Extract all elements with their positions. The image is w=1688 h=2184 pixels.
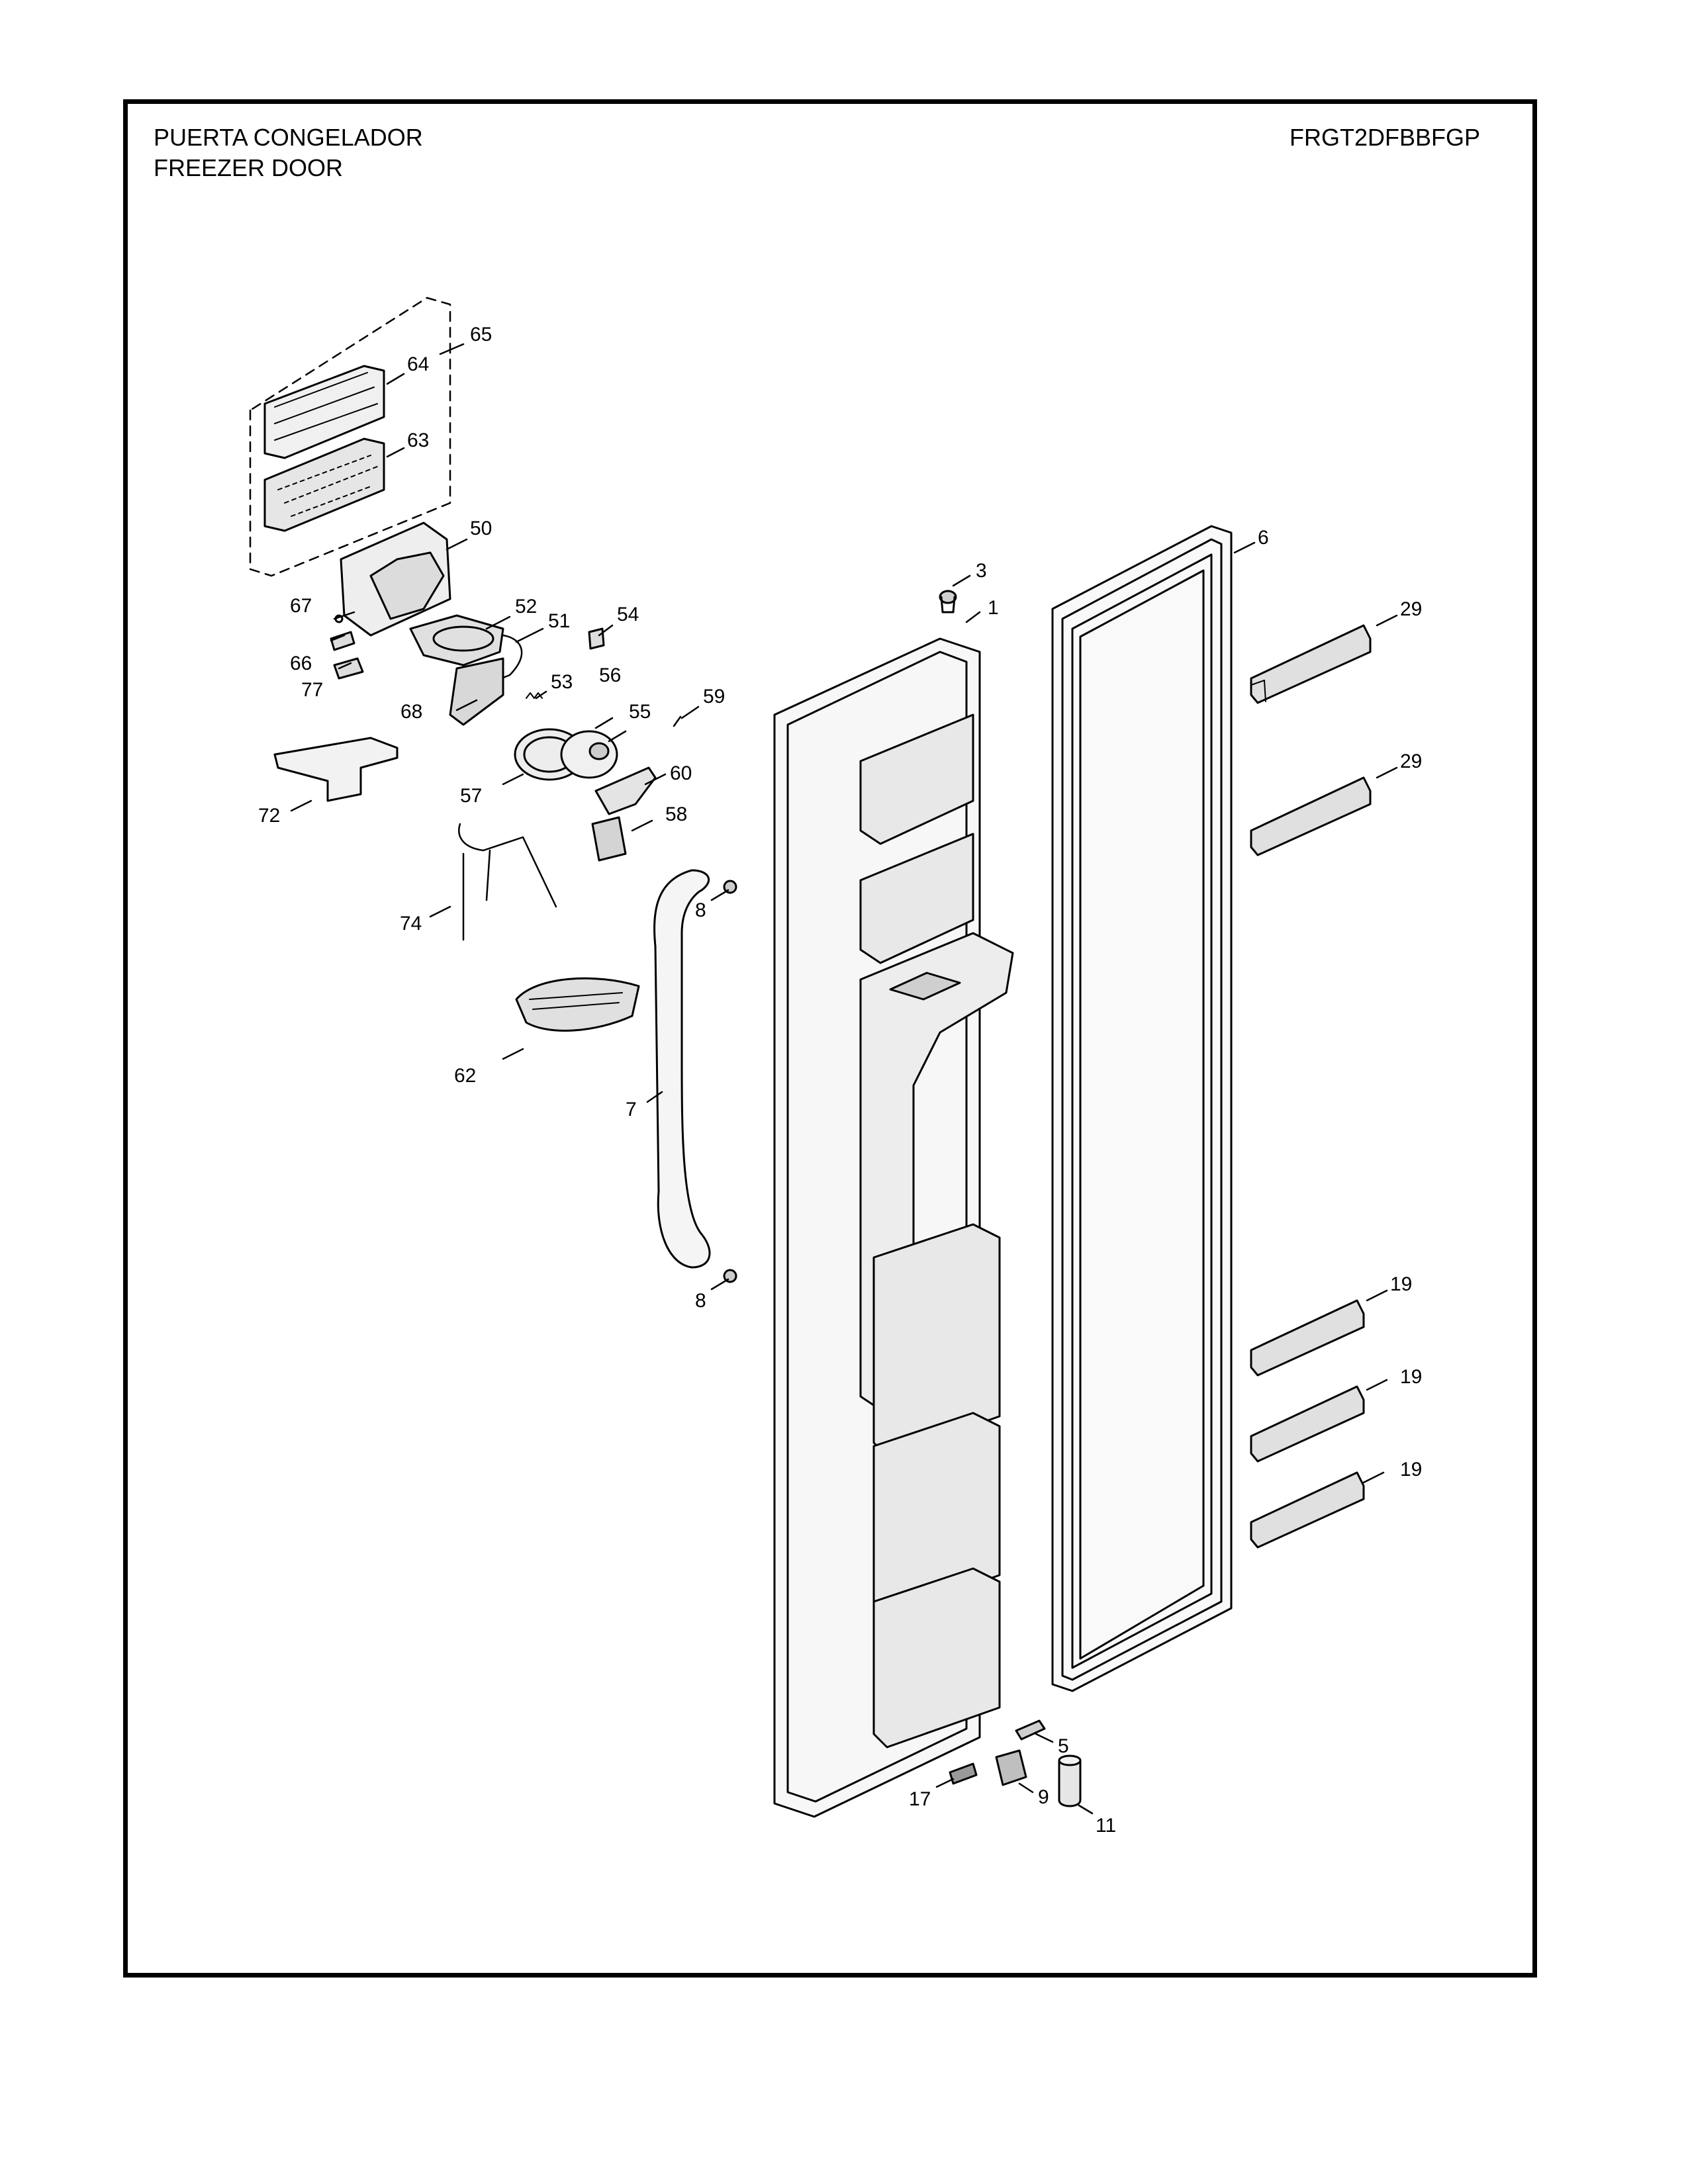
callout-7: 7 [626,1099,637,1120]
part-74-wire-arm [458,823,557,941]
callout-68: 68 [400,701,422,723]
callout-62: 62 [454,1065,476,1087]
callout-8-bottom: 8 [695,1290,706,1312]
callout-59: 59 [703,686,725,707]
callout-51: 51 [548,610,570,632]
callout-17: 17 [909,1788,931,1810]
part-54-switch [588,627,605,650]
part-77-bracket [333,657,364,680]
callout-57: 57 [460,785,482,807]
door-gasket [1051,525,1233,1692]
callout-3: 3 [976,560,987,582]
callout-29-upper: 29 [1400,598,1422,620]
part-68-chute-flap [449,657,504,726]
model-number: FRGT2DFBBFGP [1289,124,1481,151]
part-59-screw [673,715,682,727]
title-spanish: PUERTA CONGELADOR [154,124,423,151]
part-52-chute [409,614,504,666]
callout-19-1: 19 [1390,1273,1412,1295]
part-53-spring [526,692,543,699]
part-19-bin-1 [1250,1299,1365,1377]
callout-67: 67 [290,595,312,617]
callout-53: 53 [551,671,573,693]
part-29-bin-upper [1250,624,1372,704]
callout-58: 58 [665,803,687,825]
callout-72: 72 [258,805,280,827]
callout-6: 6 [1258,527,1269,549]
control-module-group [249,296,451,577]
callout-63: 63 [407,430,429,451]
callout-55: 55 [629,701,651,723]
hinge-hardware [949,1719,1082,1807]
door-liner [773,590,1014,1818]
callout-19-3: 19 [1400,1459,1422,1480]
part-19-bin-3 [1250,1471,1365,1549]
callout-50: 50 [470,518,492,539]
title-english: FREEZER DOOR [154,154,344,181]
part-55-motor [560,730,618,779]
part-64-control-panel [263,365,385,459]
dispenser-small-parts [273,627,682,1032]
part-58-actuator [591,816,627,862]
callout-8-top: 8 [695,899,706,921]
part-29-bin-lower [1250,776,1372,856]
part-6-gasket [1051,525,1233,1692]
callout-60: 60 [670,762,692,784]
part-3-bushing [939,590,957,604]
callout-labels: 65 64 63 50 67 52 51 54 66 77 53 56 68 5… [258,324,1422,1837]
part-7-handle [653,869,711,1269]
part-19-bin-2 [1250,1385,1365,1463]
callout-54: 54 [617,604,639,625]
diagram-frame [123,99,1537,1978]
callout-11: 11 [1096,1815,1116,1837]
callout-77: 77 [301,679,323,701]
callout-19-2: 19 [1400,1366,1422,1388]
callout-56: 56 [599,664,621,686]
part-60-bracket [594,766,657,815]
callout-65: 65 [470,324,492,345]
part-11-hinge-pin [1058,1759,1082,1807]
part-72-bracket [273,737,399,802]
door-handle-assembly [653,869,737,1283]
callout-5: 5 [1058,1735,1069,1757]
part-51-wire [475,634,523,690]
leader-lines [290,343,1398,1815]
part-17-bushing [949,1762,978,1785]
part-62-drip-tray [515,977,640,1032]
callout-52: 52 [515,596,537,617]
callout-1: 1 [988,597,999,619]
part-9-hinge-block [995,1749,1027,1786]
callout-66: 66 [290,653,312,674]
callout-29-lower: 29 [1400,751,1422,772]
part-66-clip [330,631,355,651]
part-5-stop [1015,1719,1046,1741]
door-bins [1250,624,1372,1549]
callout-9: 9 [1038,1786,1049,1808]
callout-64: 64 [407,353,429,375]
callout-74: 74 [400,913,422,934]
ice-chute-assembly [330,522,523,726]
